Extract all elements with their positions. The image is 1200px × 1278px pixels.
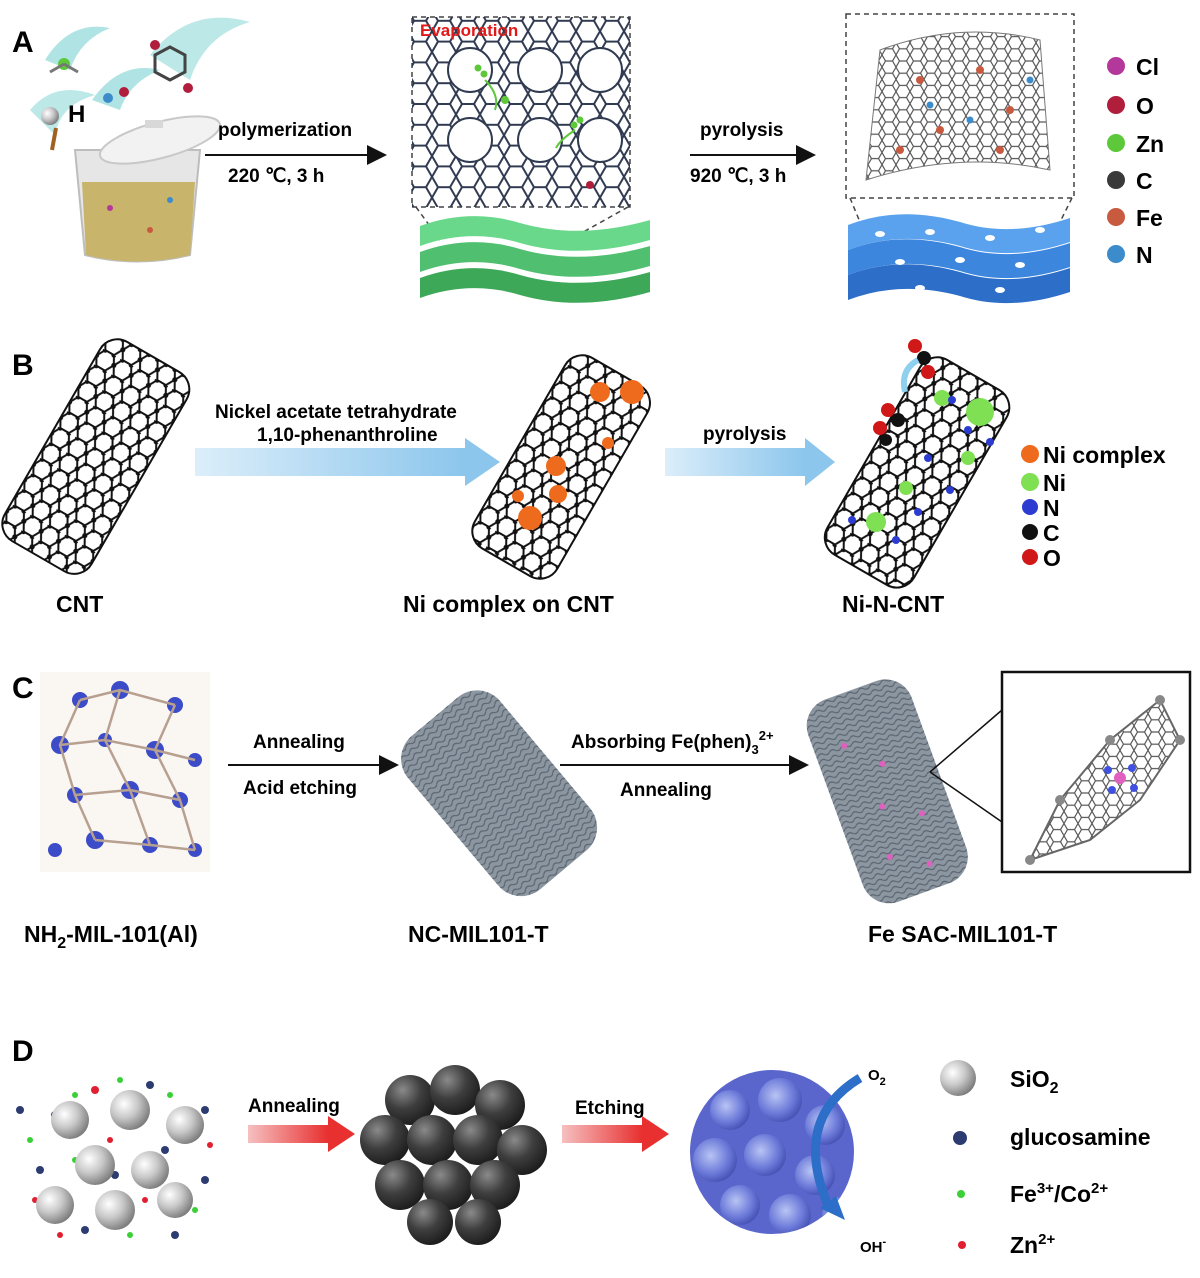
evaporation-label: Evaporation (420, 21, 518, 40)
caption-cnt: CNT (56, 591, 103, 617)
panel-c: C Annealing Acid etching (12, 670, 1192, 952)
legend-b-dot-0 (1021, 445, 1039, 463)
legend-b-label-n: N (1043, 495, 1060, 521)
legend-a-dot-4 (1107, 208, 1125, 226)
ni-n-cnt-tube (823, 356, 1011, 589)
panel-d-letter: D (12, 1035, 34, 1068)
arrow-polymerization-top-label: polymerization (218, 120, 352, 141)
legend-d-zn-dot (958, 1241, 966, 1249)
panel-a: A H (12, 13, 1164, 304)
released-co-molecules (873, 339, 935, 446)
legend-a-label-c: C (1136, 168, 1153, 194)
legend-a-dot-5 (1107, 245, 1125, 263)
panel-c-letter: C (12, 672, 34, 705)
fe-sac-tube (806, 679, 968, 904)
legend-d-label-fe-co: Fe3+/Co2+ (1010, 1180, 1108, 1207)
nc-mil101-tube (401, 690, 598, 897)
arrow-annealing-d (248, 1116, 355, 1152)
arrow-annealing-c-top-label: Annealing (253, 732, 345, 753)
legend-d-sio2-icon (940, 1060, 976, 1096)
o2-label: O2 (868, 1067, 886, 1088)
cnt-tube (1, 338, 191, 575)
legend-a-dot-1 (1107, 96, 1125, 114)
legend-a-label-n: N (1136, 242, 1153, 268)
ni-complex-particles (512, 380, 644, 530)
caption-nh2-mil-101: NH2-MIL-101(Al) (24, 921, 198, 952)
legend-b-label-ni-complex: Ni complex (1043, 442, 1166, 468)
arrow-pyrolysis-b-label: pyrolysis (703, 424, 786, 445)
panel-b: B Nickel acetate tetrahydrate 1,10-phena… (1, 338, 1166, 617)
caption-ni-complex-on-cnt: Ni complex on CNT (403, 591, 614, 617)
caption-ni-n-cnt: Ni-N-CNT (842, 591, 944, 617)
legend-a-label-zn: Zn (1136, 131, 1164, 157)
legend-a-dot-0 (1107, 57, 1125, 75)
legend-b-dot-1 (1021, 473, 1039, 491)
mof-crystal (40, 672, 210, 872)
arrow-polymerization-bottom-label: 220 ℃, 3 h (228, 166, 324, 187)
legend-b-dot-2 (1022, 499, 1038, 515)
panel-b-legend: Ni complex Ni N C O (1021, 442, 1166, 571)
fe-n4-site-model (1025, 695, 1185, 865)
legend-d-label-glucosamine: glucosamine (1010, 1124, 1151, 1150)
legend-d-label-zn: Zn2+ (1010, 1231, 1055, 1258)
orr-reaction-arrow (811, 1074, 863, 1212)
arrow-ni-complex (195, 438, 500, 486)
arrow-pyrolysis-a-bottom-label: 920 ℃, 3 h (690, 166, 786, 187)
legend-b-label-o: O (1043, 545, 1061, 571)
carbon-sphere-cluster (360, 1065, 547, 1245)
legend-b-label-ni: Ni (1043, 470, 1066, 496)
arrow-pyrolysis-a-top-label: pyrolysis (700, 120, 783, 141)
green-layered-sheets (420, 216, 650, 303)
arrow-ni-complex-line1: Nickel acetate tetrahydrate (215, 402, 457, 423)
legend-d-fe-co-dot (957, 1190, 965, 1198)
cup-illustration (73, 115, 222, 263)
legend-a-dot-3 (1107, 171, 1125, 189)
caption-fe-sac-mil101-t: Fe SAC-MIL101-T (868, 921, 1057, 947)
porous-carbon-sphere (690, 1070, 854, 1234)
panel-a-letter: A (12, 26, 34, 59)
legend-a-dot-2 (1107, 134, 1125, 152)
gas-release-arrow (900, 357, 920, 393)
arrow-annealing-c-bottom-label: Acid etching (243, 778, 357, 799)
doped-graphene-sheet (865, 31, 1051, 181)
framework-lattice (412, 17, 630, 207)
legend-a-label-o: O (1136, 93, 1154, 119)
legend-b-dot-4 (1022, 549, 1038, 565)
arrow-etching (562, 1116, 669, 1152)
panel-d: D Annealing (12, 1035, 1151, 1258)
precursor-molecules (30, 17, 250, 151)
arrow-ni-complex-line2: 1,10-phenanthroline (257, 425, 438, 446)
precursor-h-label: H (68, 101, 85, 128)
arrow-absorbing-top-label: Absorbing Fe(phen)32+ (571, 728, 774, 757)
panel-a-legend: Cl O Zn C Fe N (1107, 54, 1164, 268)
arrow-annealing-d-label: Annealing (248, 1096, 340, 1117)
legend-a-label-fe: Fe (1136, 205, 1163, 231)
arrow-absorbing-bottom-label: Annealing (620, 780, 712, 801)
panel-b-letter: B (12, 349, 34, 382)
oh-label: OH- (860, 1236, 887, 1256)
graphene-dopants (896, 66, 1034, 154)
panel-d-legend: SiO2 glucosamine Fe3+/Co2+ Zn2+ (940, 1060, 1151, 1258)
legend-d-glucosamine-dot (953, 1131, 967, 1145)
blue-porous-sheets (848, 214, 1070, 304)
ni-n-dopants (848, 390, 994, 544)
arrow-pyrolysis-b (665, 438, 835, 486)
caption-nc-mil101-t: NC-MIL101-T (408, 921, 549, 947)
sio2-ion-mixture (16, 1077, 213, 1239)
legend-b-label-c: C (1043, 520, 1060, 546)
legend-a-label-cl: Cl (1136, 54, 1159, 80)
arrow-etching-label: Etching (575, 1098, 645, 1119)
legend-d-label-sio2: SiO2 (1010, 1066, 1059, 1097)
legend-b-dot-3 (1022, 524, 1038, 540)
